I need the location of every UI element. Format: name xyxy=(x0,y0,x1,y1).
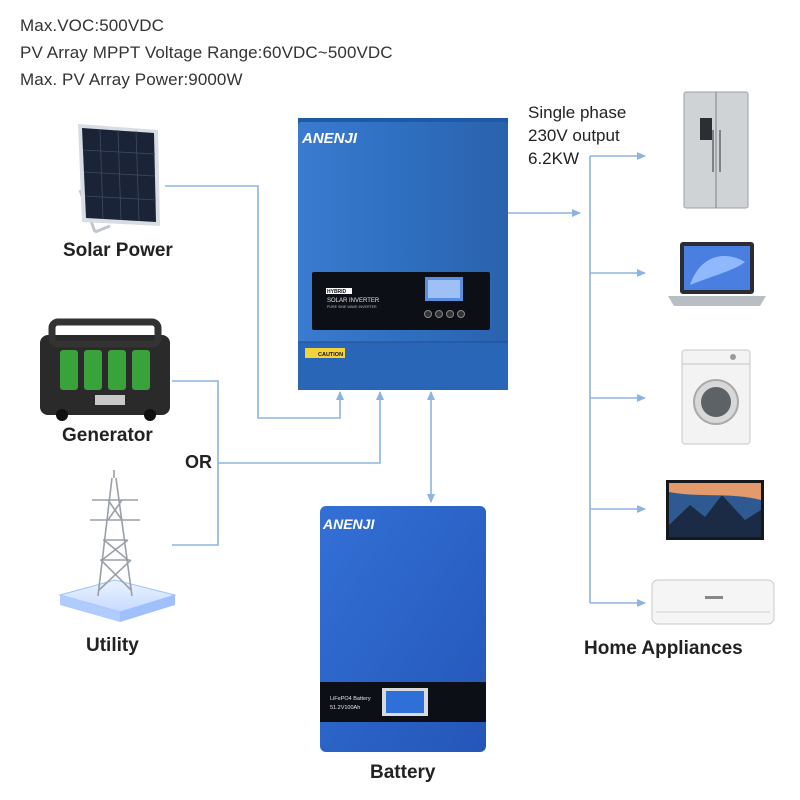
inverter-model-line1: SOLAR INVERTER xyxy=(327,298,380,304)
hybrid-inverter xyxy=(298,118,508,390)
battery-brand: ANENJI xyxy=(322,516,375,532)
air-conditioner-icon xyxy=(651,579,775,625)
spec-max-pv-power: Max. PV Array Power:9000W xyxy=(20,70,243,89)
inverter-brand: ANENJI xyxy=(301,130,358,147)
label-or: OR xyxy=(185,452,212,472)
inverter-caution: CAUTION xyxy=(318,352,343,358)
television-icon xyxy=(666,480,764,540)
solar-line xyxy=(165,185,344,419)
ac-input-line xyxy=(218,391,384,464)
label-generator: Generator xyxy=(62,425,153,446)
solar-panel-icon xyxy=(78,124,160,234)
battery-label-line2: 51.2V100Ah xyxy=(330,705,360,711)
output-phase: Single phase xyxy=(528,103,627,122)
label-utility: Utility xyxy=(86,635,139,656)
spec-max-voc: Max.VOC:500VDC xyxy=(20,16,165,35)
output-voltage: 230V output xyxy=(528,126,620,145)
utility-tower-icon xyxy=(58,470,177,622)
inverter-model-line2: PURE SINE WAVE INVERTER xyxy=(327,305,377,309)
laptop-icon xyxy=(668,242,766,306)
label-battery: Battery xyxy=(370,762,436,783)
label-solar-power: Solar Power xyxy=(63,240,173,261)
connection-lines xyxy=(165,152,646,607)
washing-machine-icon xyxy=(681,349,751,445)
spec-mppt-range: PV Array MPPT Voltage Range:60VDC~500VDC xyxy=(20,43,393,62)
inverter-badge: HYBRID xyxy=(327,289,347,295)
label-home-appliances: Home Appliances xyxy=(584,638,743,659)
output-power: 6.2KW xyxy=(528,149,580,168)
lifepo4-battery xyxy=(320,506,486,752)
battery-label-line1: LiFePO4 Battery xyxy=(330,696,371,702)
refrigerator-icon xyxy=(683,91,749,209)
generator-icon xyxy=(40,318,170,421)
